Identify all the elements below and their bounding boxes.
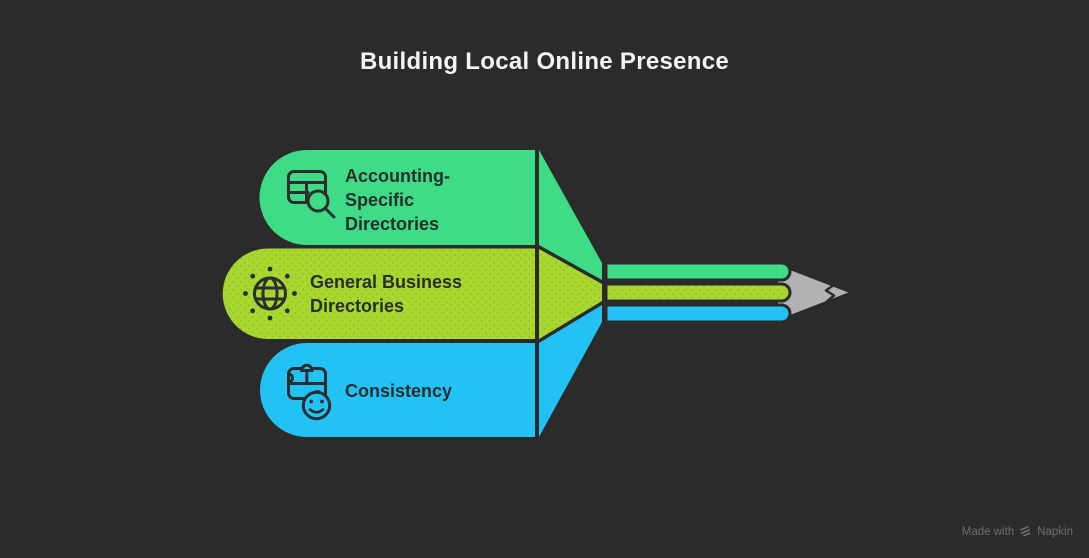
stripe-general-business-dots xyxy=(606,284,790,301)
made-with-napkin-watermark[interactable]: Made with Napkin xyxy=(962,525,1073,538)
globe-network-icon xyxy=(243,266,297,321)
pencil-crack xyxy=(824,284,836,303)
diagram-title: Building Local Online Presence xyxy=(359,48,730,75)
banner-accounting xyxy=(259,150,535,245)
table-search-icon xyxy=(287,170,336,219)
flow-general-business-dots xyxy=(539,249,602,339)
napkin-logo-icon xyxy=(1020,526,1031,537)
stripe-accounting xyxy=(604,261,792,282)
banner-general-business-dots xyxy=(222,248,536,339)
stripe-consistency xyxy=(604,303,792,324)
flow-consistency xyxy=(539,305,602,437)
banner-label-accounting: Accounting-Specific Directories xyxy=(345,166,450,234)
watermark-prefix: Made with xyxy=(961,525,1015,538)
banner-label-consistency: Consistency xyxy=(345,381,453,401)
flow-accounting xyxy=(539,150,602,280)
watermark-brand: Napkin xyxy=(1037,525,1073,538)
banner-label-general-business: General Business Directories xyxy=(310,272,463,316)
puzzle-smiley-icon xyxy=(287,363,332,421)
